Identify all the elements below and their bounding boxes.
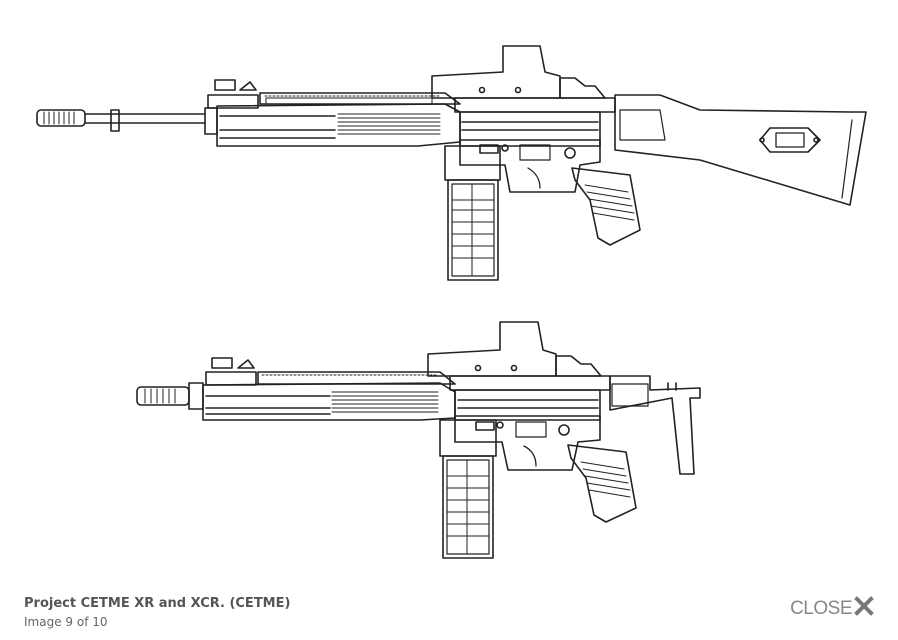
image-counter: Image 9 of 10 [24, 615, 108, 629]
image-caption: Project CETME XR and XCR. (CETME) Image … [24, 596, 290, 630]
rifle-xcr-drawing [136, 321, 701, 559]
caption-title: Project CETME XR and XCR. (CETME) [24, 596, 291, 611]
rifle-xr-drawing [36, 45, 867, 281]
close-icon [854, 596, 874, 622]
close-label: CLOSE [790, 598, 852, 619]
rifle-drawings-image [20, 20, 880, 580]
close-button[interactable]: CLOSE [790, 596, 874, 622]
